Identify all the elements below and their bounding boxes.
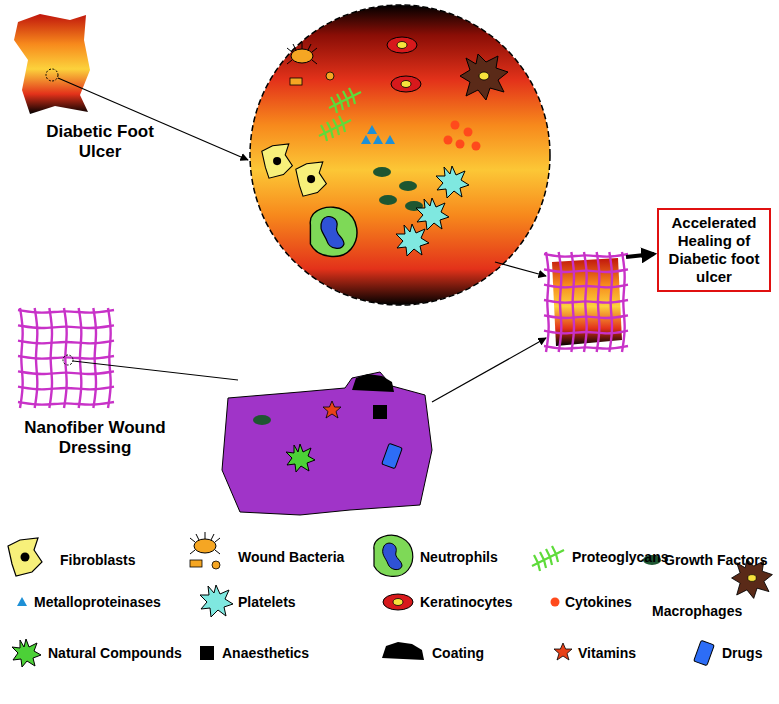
result-box: Accelerated Healing of Diabetic foot ulc… [657,208,771,292]
legend-label: Cytokines [565,593,632,611]
legend-label: Macrophages [652,602,742,620]
node-label: Nanofiber Wound Dressing [10,416,180,461]
dressing-magnified [222,372,432,515]
fiber-strand [544,315,628,318]
wound-magnified [250,5,550,305]
fiber-strand [93,308,96,408]
legend-icons [8,532,772,667]
legend-label: Keratinocytes [420,593,513,611]
fiber-strand [544,300,628,303]
node-text: Diabetic Foot Ulcer [40,122,160,163]
legend-label: Platelets [238,593,296,611]
zoom-leader [73,361,238,380]
zoom-spot [63,355,73,365]
fiber-strand [20,308,23,408]
fiber-strand [18,371,114,374]
legend-label: Vitamins [578,644,636,662]
fiber-strand [544,331,628,334]
flow-arrow [626,254,654,257]
nanofiber-mesh [544,252,628,352]
fiber-strand [18,387,114,390]
zoom-spot [46,69,58,81]
ulcer-shape [14,14,90,114]
fiber-strand [544,254,628,257]
fiber-strand [597,252,600,352]
fiber-strand [79,308,82,408]
fiber-strand [544,346,628,349]
fiber-strand [622,252,625,352]
fiber-strand [18,402,114,405]
legend-label: Coating [432,644,484,662]
legend-label: Neutrophils [420,548,498,566]
wound-contents [262,37,508,256]
nanofiber-mesh [18,308,114,408]
node-label: Diabetic Foot Ulcer [38,120,162,165]
node-text: Nanofiber Wound Dressing [12,418,178,459]
legend-label: Natural Compounds [48,644,182,662]
legend-label: Fibroblasts [60,551,135,569]
legend-label: Growth Factors [664,551,767,569]
legend-label: Proteoglycans [572,548,668,566]
flow-arrow [432,338,546,402]
node-text: Accelerated Healing of Diabetic foot ulc… [663,214,765,286]
fiber-strand [609,252,612,352]
dressing-contents [253,374,402,472]
fiber-strand [18,356,114,359]
legend-label: Anaesthetics [222,644,309,662]
legend-label: Drugs [722,644,762,662]
fiber-strand [18,310,114,313]
flow-arrow [495,262,546,276]
fiber-strand [108,308,111,408]
legend-label: Metalloproteinases [34,593,161,611]
legend-label: Wound Bacteria [238,548,344,566]
